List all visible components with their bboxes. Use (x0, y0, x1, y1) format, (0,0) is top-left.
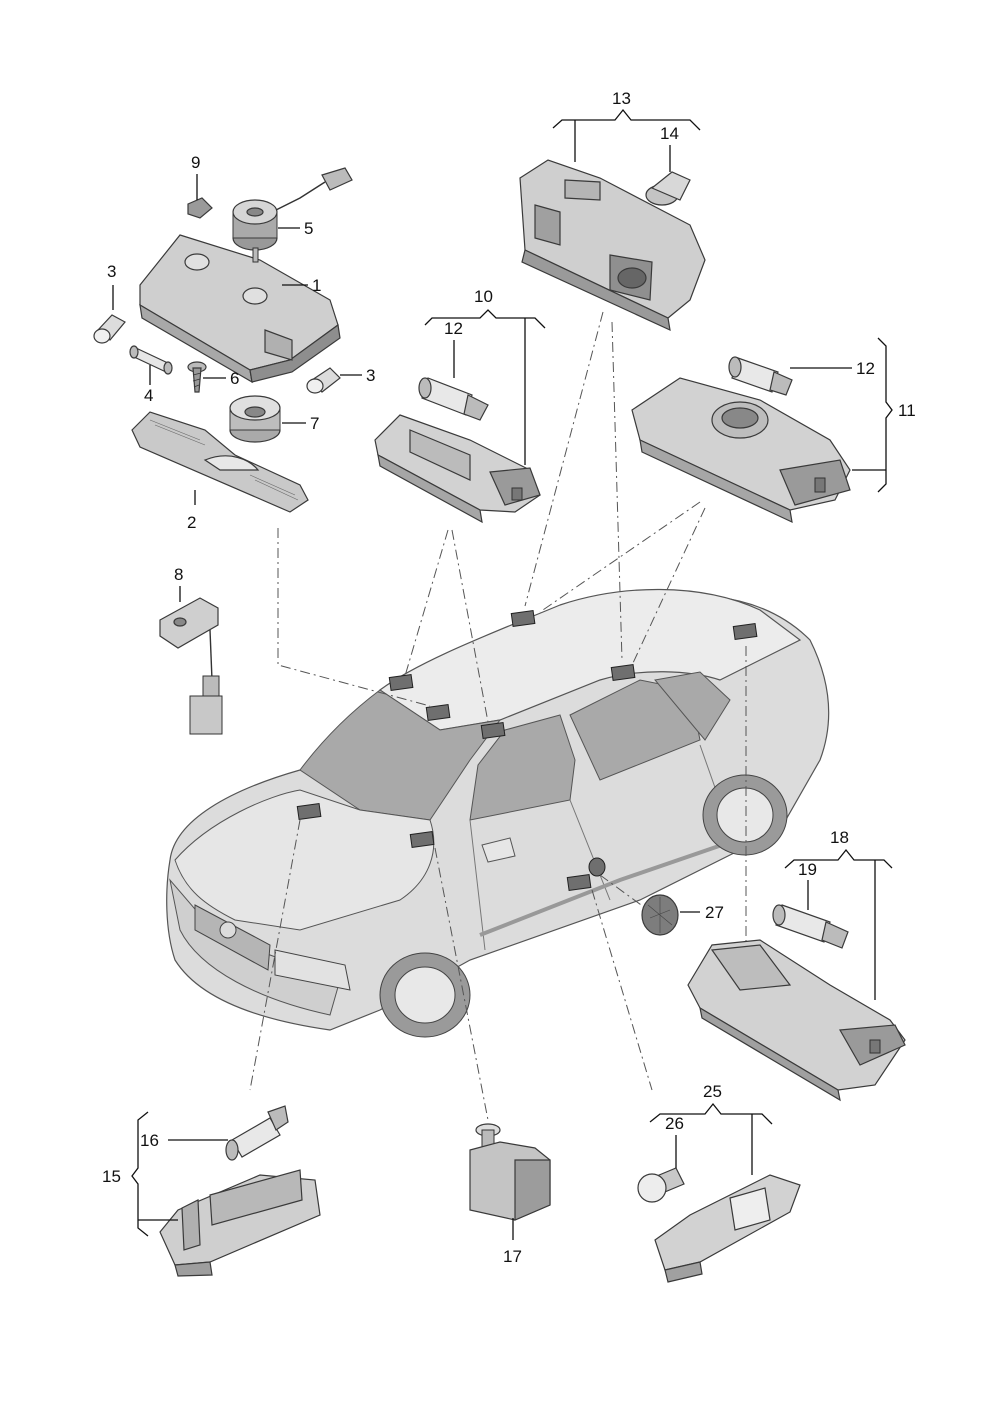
location-marker (566, 873, 592, 892)
part-2-lens (131, 411, 309, 513)
part-26-bulb (637, 1167, 685, 1203)
part-4-festoon-bulb (129, 345, 173, 375)
part-27-cover-cap (641, 894, 679, 936)
callout-10: 10 (474, 287, 493, 306)
callout-5: 5 (304, 219, 313, 238)
location-leader-lines (249, 311, 747, 1121)
part-14-plug (645, 171, 691, 206)
part-19-festoon-bulb (772, 904, 849, 949)
callout-15: 15 (102, 1167, 121, 1186)
callout-14: 14 (660, 124, 679, 143)
part-7-cap (229, 395, 281, 443)
callout-1: 1 (312, 276, 321, 295)
callout-8: 8 (174, 565, 183, 584)
car-illustration (166, 588, 830, 1038)
location-marker (296, 802, 322, 821)
location-marker (480, 721, 506, 740)
location-marker (588, 857, 606, 877)
part-3-bulb-right (306, 367, 341, 394)
location-marker (388, 673, 414, 692)
callout-26: 26 (665, 1114, 684, 1133)
location-marker (409, 830, 435, 849)
callout-16: 16 (140, 1131, 159, 1150)
part-8-sensor-with-connector (159, 597, 223, 735)
callout-12-left: 12 (444, 319, 463, 338)
callout-3-left: 3 (107, 262, 116, 281)
callout-2: 2 (187, 513, 196, 532)
callout-13: 13 (612, 89, 631, 108)
callout-4: 4 (144, 386, 153, 405)
callout-17: 17 (503, 1247, 522, 1266)
callout-18: 18 (830, 828, 849, 847)
callout-12-right: 12 (856, 359, 875, 378)
part-11-interior-light (631, 377, 851, 524)
callout-leaders (112, 108, 893, 1240)
callout-19: 19 (798, 860, 817, 879)
part-6-screw (187, 361, 207, 393)
part-5-switch (232, 167, 353, 263)
callout-11: 11 (898, 401, 916, 420)
part-13-reading-light (519, 159, 706, 332)
callout-25: 25 (703, 1082, 722, 1101)
callout-6: 6 (230, 369, 239, 388)
part-15-glove-box-light (159, 1169, 321, 1277)
part-3-bulb-left (93, 314, 126, 344)
part-10-interior-light (374, 414, 541, 524)
callout-9: 9 (191, 153, 200, 172)
part-25-footwell-light (654, 1174, 801, 1283)
part-17-door-contact-switch (469, 1123, 551, 1221)
location-marker (425, 703, 451, 722)
part-12-festoon-bulb-left (418, 377, 489, 421)
location-marker (510, 609, 536, 628)
location-marker (732, 622, 758, 641)
location-marker (610, 663, 636, 682)
part-18-boot-light (687, 939, 906, 1102)
part-1-interior-light-housing (139, 234, 341, 384)
callout-7: 7 (310, 414, 319, 433)
part-16-festoon-bulb (225, 1105, 289, 1161)
part-9-clip (187, 197, 213, 219)
callout-3-right: 3 (366, 366, 375, 385)
callout-numbers: 1 2 3 3 4 5 6 7 8 9 10 11 12 12 13 14 15… (102, 89, 916, 1266)
callout-27: 27 (705, 903, 724, 922)
part-12-festoon-bulb-right (728, 356, 793, 396)
